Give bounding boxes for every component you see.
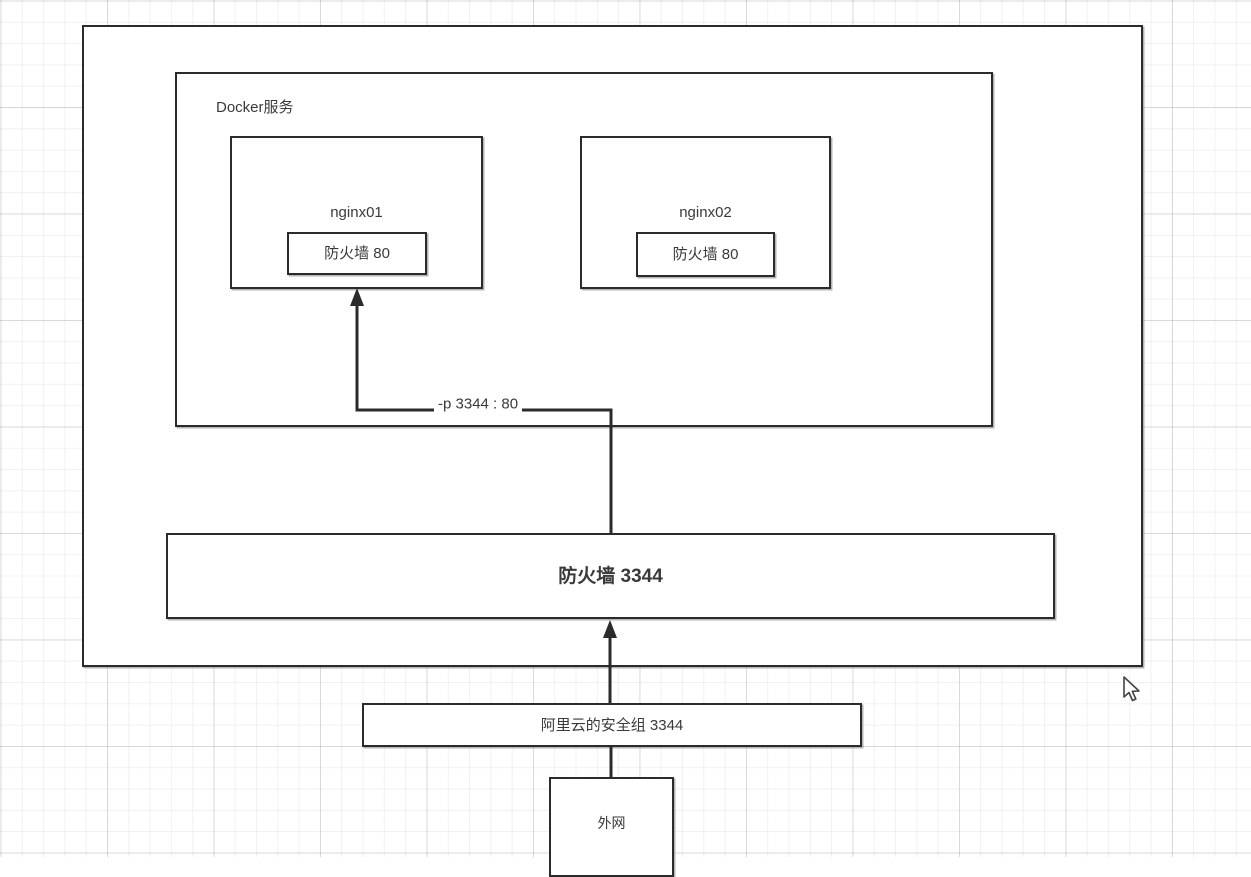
nginx02-firewall-label: 防火墙 80 <box>672 246 739 263</box>
nginx01-firewall-label: 防火墙 80 <box>324 245 390 262</box>
nginx01-label: nginx01 <box>330 203 383 221</box>
nginx01-firewall-box <box>287 232 427 275</box>
docker-service-label: Docker服务 <box>216 99 294 116</box>
nginx02-label: nginx02 <box>679 203 732 221</box>
nginx02-firewall-box <box>636 232 775 277</box>
external-network-label: 外网 <box>597 815 626 831</box>
security-group-label: 阿里云的安全组 3344 <box>540 716 684 734</box>
mouse-pointer-icon <box>1123 676 1140 702</box>
security-group-box <box>362 703 862 747</box>
host-firewall-box <box>166 533 1055 619</box>
host-firewall-label: 防火墙 3344 <box>558 565 663 587</box>
port-mapping-label: -p 3344 : 80 <box>434 396 523 412</box>
